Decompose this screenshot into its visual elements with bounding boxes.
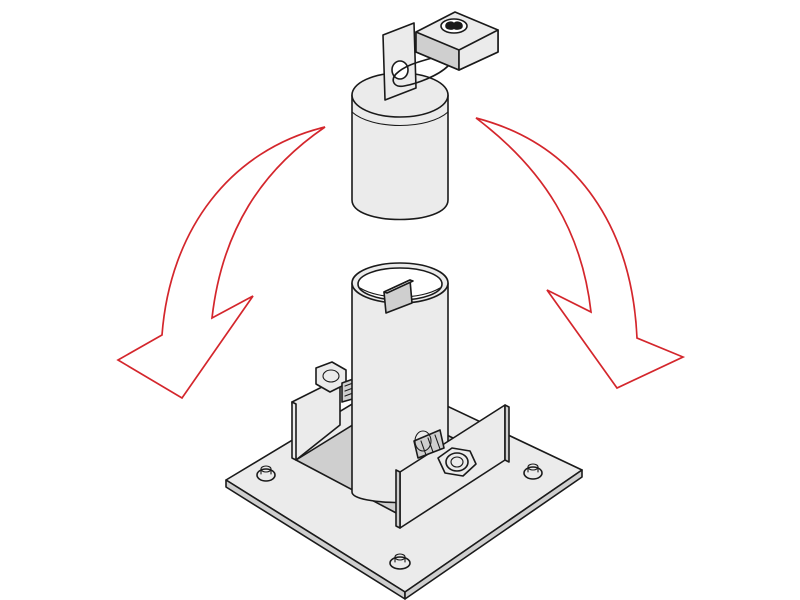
- keyhole-icon: [440, 18, 468, 34]
- bracket-bolt-front: [413, 429, 477, 477]
- padlock-cap-icon: [351, 11, 499, 221]
- anchor-nut-left: [256, 465, 276, 482]
- curved-arrow-down-left-icon: [116, 126, 326, 400]
- anchor-nut-front: [389, 553, 411, 570]
- anchor-nut-right: [523, 463, 543, 480]
- curved-arrow-down-right-icon: [475, 117, 686, 390]
